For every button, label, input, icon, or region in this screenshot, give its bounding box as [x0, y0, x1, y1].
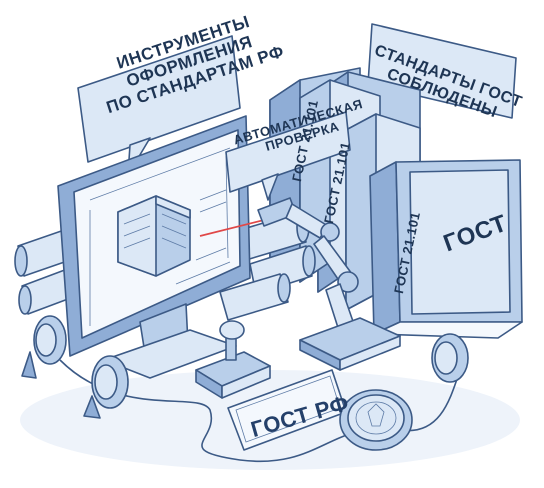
rubber-stamp	[195, 320, 271, 399]
callout-auto-check	[225, 111, 351, 201]
laser-beam	[199, 217, 273, 237]
cable-reel-left	[21, 315, 67, 379]
callout-standards	[367, 23, 517, 119]
monitor	[57, 115, 251, 379]
cable-reel-right	[431, 333, 469, 383]
robotic-arm	[257, 197, 401, 371]
cable-reel-mid	[83, 355, 129, 419]
cable	[59, 359, 461, 463]
rolled-drawings	[14, 211, 316, 321]
round-seal	[339, 389, 413, 451]
